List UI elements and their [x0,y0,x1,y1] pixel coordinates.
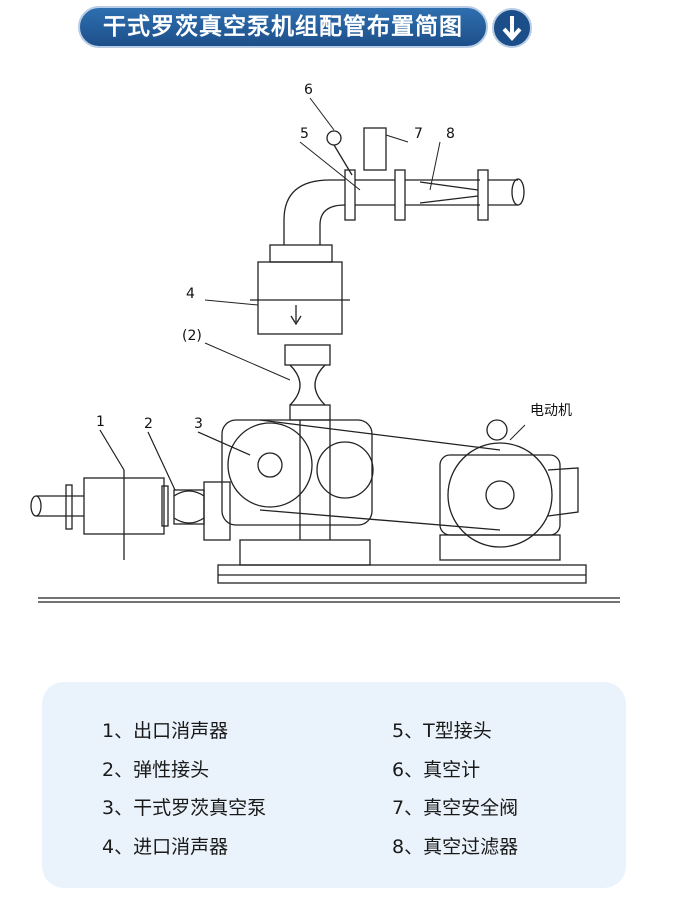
motor-label: 电动机 [530,403,572,419]
roots-pump-body [221,419,373,526]
callout-2b: (2) [182,328,202,344]
callout-1: 1 [96,414,105,430]
motor-housing [447,442,553,548]
vacuum-filter [477,169,489,221]
callout-8: 8 [446,126,455,142]
callout-5: 5 [300,126,309,142]
title-banner: 干式罗茨真空泵机组配管布置简图 [78,6,488,48]
callout-2: 2 [144,416,153,432]
elbow-pipe [283,179,346,245]
arrow-down-icon [492,8,532,48]
t-joint [394,169,406,221]
vacuum-safety-valve [363,127,387,171]
flexible-joint [173,489,205,525]
legend-item: 6、真空计 [392,759,481,781]
inlet-silencer [257,261,343,335]
callout-4: 4 [186,286,195,302]
callout-6: 6 [304,82,313,98]
outlet-flange [65,484,73,530]
legend-item: 7、真空安全阀 [392,797,519,819]
legend-item: 8、真空过滤器 [392,836,519,858]
vacuum-gauge [326,130,342,146]
base-plate [217,564,587,584]
pump-pulley [227,422,313,508]
page-title: 干式罗茨真空泵机组配管布置简图 [103,14,463,40]
legend-item: 4、进口消声器 [102,836,229,858]
legend-item: 1、出口消声器 [102,720,229,742]
belt-guard [259,419,501,531]
piping-diagram: 1 2 3 4 (2) 5 6 7 8 电动机 [30,82,620,603]
legend-item: 2、弹性接头 [102,759,210,781]
legend-item: 3、干式罗茨真空泵 [102,797,267,819]
legend: 1、出口消声器 2、弹性接头 3、干式罗茨真空泵 4、进口消声器 5、T型接头 … [42,682,626,888]
callout-3: 3 [194,416,203,432]
callout-7: 7 [414,126,423,142]
legend-item: 5、T型接头 [392,720,492,742]
